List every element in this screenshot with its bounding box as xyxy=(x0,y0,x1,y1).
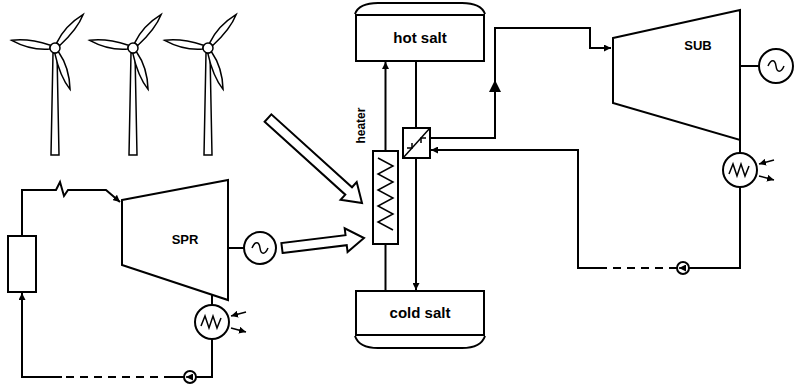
exhaust-line xyxy=(739,140,741,153)
wind-power-arrow xyxy=(265,114,362,203)
wind-power-arrow xyxy=(265,114,362,203)
condensate-line xyxy=(689,187,740,268)
tank-box: hot salt xyxy=(355,14,485,62)
turbine-label: SUB xyxy=(684,39,711,53)
steam-line xyxy=(22,182,120,236)
turbine-generator: SPR xyxy=(122,178,278,304)
condenser-symbol xyxy=(195,305,229,339)
tank-dome xyxy=(355,336,485,348)
feed-line xyxy=(431,150,602,268)
flow-arrow xyxy=(489,80,501,92)
generator-wave xyxy=(252,243,268,254)
condensate-line xyxy=(196,339,212,377)
heater-label: heater xyxy=(356,107,369,143)
power-flow-arrow xyxy=(281,228,364,253)
pump-symbol xyxy=(677,262,689,274)
condenser-symbol xyxy=(723,153,757,187)
turbine-generator-outline xyxy=(122,178,278,304)
steam-generator-box xyxy=(403,128,430,158)
cooling-water-out xyxy=(231,328,246,332)
feed-line xyxy=(22,293,62,377)
feed-line-dashed xyxy=(602,267,677,269)
wind-turbine xyxy=(11,12,86,155)
pump-symbol xyxy=(184,371,196,383)
salt-flow-line xyxy=(415,62,417,290)
cooling-water-in xyxy=(759,160,774,164)
wind-turbines xyxy=(11,12,239,155)
salt-flow-line xyxy=(385,245,387,290)
exchanger-diagonal xyxy=(403,128,430,158)
tank-label: cold salt xyxy=(390,305,451,322)
turbine-shaft xyxy=(228,247,244,249)
heater-box xyxy=(373,151,398,244)
pump-arrow xyxy=(679,267,686,269)
turbine-label: SPR xyxy=(172,233,199,247)
cooling-water-in xyxy=(231,312,246,316)
salt-flow-line xyxy=(385,62,387,150)
exchanger-mark xyxy=(407,143,412,148)
feed-line-dashed xyxy=(62,376,172,378)
turbine-generator-outline xyxy=(612,8,796,148)
wind-turbine xyxy=(89,12,164,155)
tank-dome xyxy=(355,3,485,14)
turbine-body xyxy=(613,10,740,140)
tank-label: hot salt xyxy=(393,30,446,47)
cooling-water-out xyxy=(759,176,774,180)
generator-symbol xyxy=(244,232,276,264)
turbine-generator: SUB xyxy=(612,8,796,148)
generator-wave xyxy=(768,61,784,72)
heater-coil xyxy=(378,158,393,230)
turbine-shaft xyxy=(740,65,759,67)
tank-box: cold salt xyxy=(355,290,485,336)
heater-exchanger: heater xyxy=(372,150,399,245)
feed-line xyxy=(172,376,184,378)
heater-exchanger-outline xyxy=(372,150,399,245)
generator-symbol xyxy=(759,49,793,83)
boiler-box xyxy=(8,236,36,292)
exchanger-mark xyxy=(421,138,426,143)
pump-arrow xyxy=(186,376,193,378)
wind-turbine xyxy=(164,12,239,155)
turbine-body xyxy=(122,180,228,300)
exhaust-line xyxy=(211,295,213,305)
